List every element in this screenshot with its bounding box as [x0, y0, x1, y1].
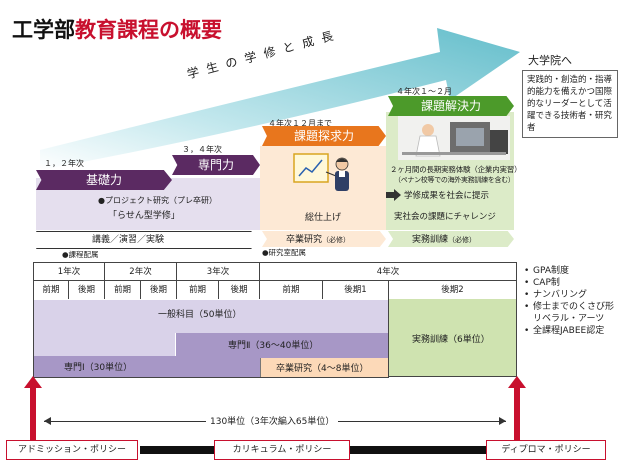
lecture-band-label: 講義／演習／実験: [92, 235, 165, 245]
term-cell: 前期: [260, 281, 323, 299]
thesis-band-label: 卒業研究（必修）: [286, 235, 351, 245]
rasen-label: 「らせん型学修」: [108, 211, 180, 221]
graduate-school-label: 大学院へ: [528, 54, 572, 67]
curriculum-policy: カリキュラム・ポリシー: [214, 440, 350, 460]
diploma-policy: ディプロマ・ポリシー: [486, 440, 606, 460]
summary-label: 総仕上げ: [305, 213, 342, 223]
list-item: •ナンバリング: [524, 290, 588, 300]
training-band-label: 実務訓練（必修）: [412, 235, 477, 245]
general-block: [34, 300, 388, 333]
stage-period-3: ４年次１２月まで: [268, 119, 332, 128]
list-item: •CAP制: [524, 278, 560, 288]
training-block: [388, 299, 517, 377]
term-row: 前期 後期 前期 後期 前期 後期 前期 後期1 後期2: [33, 280, 517, 300]
credits-line-left-arrowhead: [44, 417, 51, 425]
training-block-label: 実務訓練（6単位）: [412, 335, 490, 345]
list-item: •修士までのくさび形リベラル・アーツ: [524, 302, 615, 324]
long-internship-text: ２ヶ月間の長期実務体験（企業内実習）: [390, 165, 522, 174]
thesis-block-label: 卒業研究（4～8単位）: [276, 364, 369, 374]
diploma-arrow: [508, 376, 526, 440]
admission-policy: アドミッション・ポリシー: [6, 440, 138, 460]
teacher-illustration: [293, 153, 349, 191]
year-4-header: 4年次: [376, 267, 400, 277]
term-cell: 前期: [34, 281, 69, 299]
challenge-label: 実社会の課題にチャレンジ: [394, 212, 496, 222]
thesis-block: [260, 358, 389, 377]
features-list: •GPA制度 •CAP制 •ナンバリング •修士までのくさび形リベラル・アーツ …: [524, 265, 620, 337]
growth-arrow: [40, 28, 520, 170]
term-cell: 前期: [105, 281, 141, 299]
stage-period-4: ４年次１～２月: [396, 87, 452, 96]
general-block-lower: [34, 333, 175, 356]
senmon1-block: [34, 356, 260, 377]
stage-period-2: ３，４年次: [182, 145, 222, 154]
training-band: [388, 231, 514, 247]
stage-tag-inquiry: 課題探求力: [262, 126, 386, 146]
lecture-band: [36, 231, 260, 249]
senmon2-block: [176, 333, 388, 358]
project-research-note: ●プロジェクト研究（プレ卒研）: [98, 196, 217, 205]
page-title: 工学部教育課程の概要: [12, 18, 222, 42]
list-item: •全課程JABEE認定: [524, 326, 605, 336]
year-3-header: 3年次: [177, 263, 260, 280]
thesis-band: [262, 231, 386, 247]
lab-photo: [398, 116, 510, 160]
senmon2-block-label: 専門Ⅱ（36～40単位）: [228, 341, 319, 351]
year-header-row: 1年次 2年次 3年次 4年次: [33, 262, 517, 281]
term-cell: 後期: [219, 281, 260, 299]
course-assignment-note: ●課程配属: [62, 250, 99, 259]
term-cell: 後期1: [323, 281, 389, 299]
general-block-label: 一般科目（50単位）: [158, 310, 242, 320]
term-cell: 後期: [141, 281, 177, 299]
list-item: •GPA制度: [524, 266, 569, 276]
year-1-header: 1年次: [34, 263, 105, 280]
outcome-label: 学修成果を社会に提示: [404, 191, 490, 201]
graduate-school-description: 実践的・創造的・指導的能力を備えかつ国際的なリーダーとして活躍できる技術者・研究…: [522, 70, 618, 138]
stage-tag-solving: 課題解決力: [388, 96, 514, 116]
term-cell: 前期: [177, 281, 219, 299]
lab-assignment-note: ●研究室配属: [262, 248, 307, 257]
stage-tag-basic: 基礎力: [36, 170, 172, 190]
long-internship-subtext: （ペナン校等での海外実務訓練を含む）: [394, 176, 515, 184]
credits-line-right-arrowhead: [499, 417, 506, 425]
credits-label: 130単位（3年次編入65単位）: [206, 414, 339, 427]
stage-tag-specialized: 専門力: [172, 155, 260, 175]
senmon1-block-label: 専門Ⅰ（30単位）: [64, 363, 133, 373]
term-cell: 後期: [69, 281, 105, 299]
year-2-header: 2年次: [105, 263, 177, 280]
outcome-arrow-icon: [386, 189, 401, 201]
term-cell: 後期2: [441, 285, 464, 295]
stage-period-1: １，２年次: [44, 159, 84, 168]
admission-arrow: [24, 376, 42, 440]
